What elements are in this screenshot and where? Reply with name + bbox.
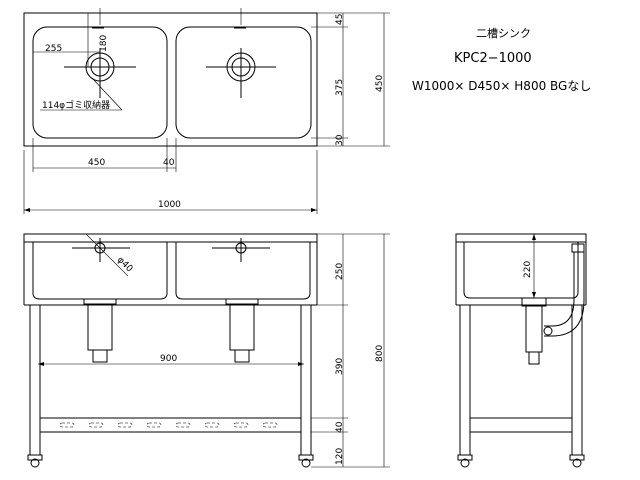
side-bowl (463, 242, 579, 299)
side-trap (525, 305, 543, 353)
dim-shelf-40: 40 (335, 421, 345, 433)
side-left-leg (459, 304, 471, 456)
dim-leg-390: 390 (335, 358, 345, 375)
side-view: 220 (455, 233, 587, 468)
top-right-drain (206, 48, 276, 98)
side-right-leg (571, 304, 583, 456)
dim-height-800: 800 (375, 345, 385, 362)
dim-bowl-375: 375 (335, 79, 345, 96)
front-right-trap (229, 303, 255, 351)
front-counter-edge (23, 233, 318, 243)
front-left-leg (29, 304, 41, 456)
top-left-drain (64, 48, 136, 98)
front-view: φ40 900 250 (23, 233, 390, 468)
top-view: 255 180 114φゴミ収納器 450 40 1000 45 375 30 … (23, 8, 390, 214)
dim-bowl-450: 450 (88, 158, 105, 168)
spec-line: W1000× D450× H800 BGなし (412, 79, 591, 93)
model-number: KPC2−1000 (454, 51, 532, 66)
side-overflow-hose (544, 252, 575, 327)
dim-offset-255: 255 (45, 44, 62, 54)
dim-depth-450: 450 (375, 75, 385, 92)
side-counter-edge (455, 233, 587, 243)
front-left-trap (87, 303, 113, 351)
dim-hole-40: φ40 (115, 255, 135, 275)
dim-depth-220: 220 (523, 261, 533, 278)
dim-total-1000: 1000 (158, 200, 181, 210)
front-right-leg (300, 304, 312, 456)
top-countertop-outline (23, 12, 318, 147)
dim-foot-120: 120 (335, 448, 345, 465)
top-left-bowl (32, 26, 168, 139)
front-right-bowl (175, 242, 311, 300)
front-undershelf (39, 417, 302, 433)
drain-note: 114φゴミ収納器 (42, 99, 110, 111)
shelf-slots (59, 422, 278, 428)
dim-gap-40: 40 (163, 158, 175, 168)
dim-edge-30: 30 (335, 134, 345, 146)
product-name: 二槽シンク (476, 27, 531, 40)
dim-edge-45: 45 (335, 14, 345, 25)
dim-center-180: 180 (99, 35, 109, 52)
top-right-bowl (175, 26, 312, 139)
title-block: 二槽シンク KPC2−1000 W1000× D450× H800 BGなし (412, 27, 591, 93)
dim-bowl-h-250: 250 (335, 263, 345, 280)
dim-pitch-900: 900 (160, 354, 177, 364)
